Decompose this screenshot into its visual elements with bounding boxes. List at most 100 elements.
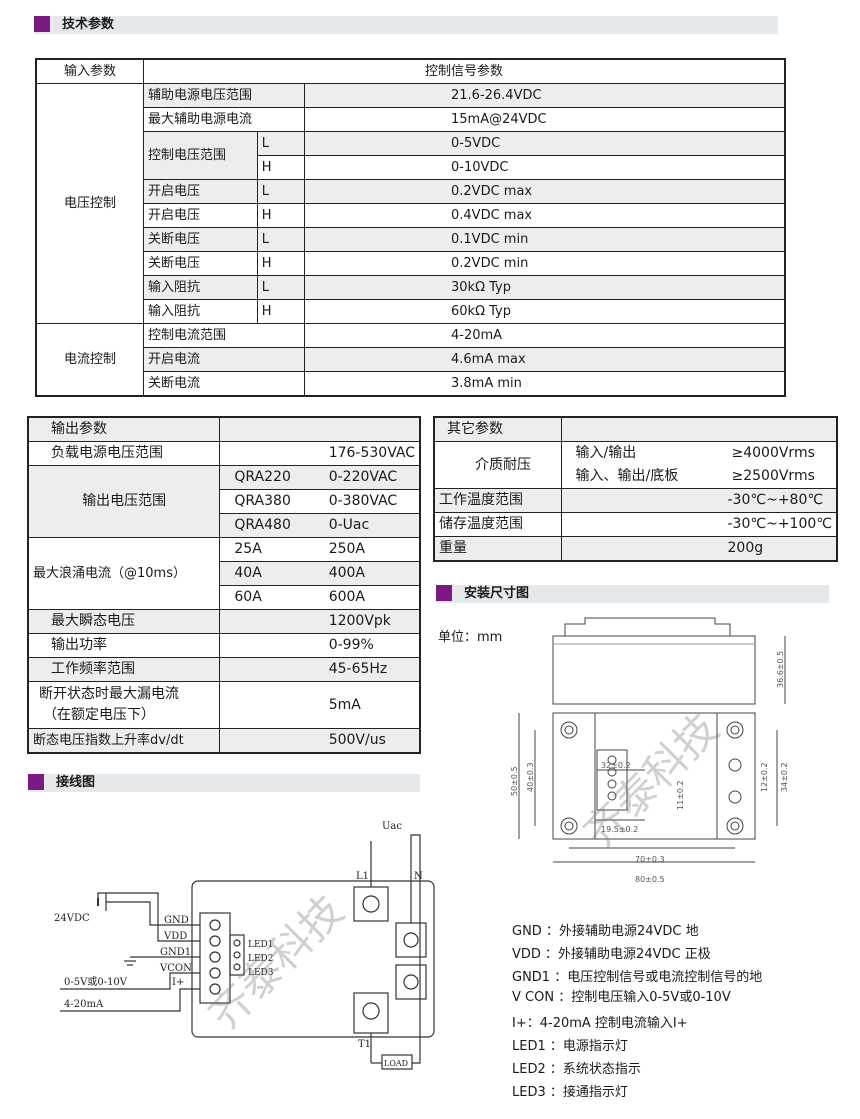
iso-value: ≥4000Vrms [727, 441, 838, 465]
row-lh: H [256, 203, 306, 228]
label-iplus: I+ [172, 977, 184, 988]
leak-value: 5mA [324, 681, 421, 729]
row-value: 0.1VDC min [304, 227, 786, 252]
other-head: 其它参数 [433, 416, 562, 442]
model: QRA380 [219, 489, 325, 514]
label-input-voltage: 0-5V或0-10V [64, 976, 128, 988]
row-name: 控制电流范围 [143, 323, 305, 348]
surge-value: 250A [324, 537, 421, 562]
label-gnd1: GND1 [160, 947, 191, 958]
row-value: 15mA@24VDC [304, 107, 786, 132]
leak-line-2: （在额定电压下） [43, 707, 155, 723]
transient-value: 1200Vpk [324, 609, 421, 634]
section-marker [34, 16, 50, 32]
blank-cell [219, 681, 325, 729]
label-24vdc: 24VDC [54, 913, 90, 924]
label-load: LOAD [384, 1059, 408, 1068]
row-name: 输入阻抗 [143, 299, 258, 324]
row-name: 开启电压 [143, 179, 258, 204]
terminal-screw [209, 967, 221, 979]
terminal-screw [607, 791, 617, 801]
label-vcon: VCON [159, 963, 192, 974]
section-marker [436, 585, 452, 601]
mount-hole [726, 817, 744, 835]
terminal-block [596, 749, 628, 811]
row-name: 辅助电源电压范围 [143, 83, 305, 108]
wiring-drawing: Uac L1 N T1 LOAD 24VDC GND VDD GND1 VCON… [54, 821, 435, 1070]
row-lh: H [256, 155, 306, 180]
terminal-n2 [395, 964, 427, 1000]
terminal-screw [209, 919, 221, 931]
legend-item: V CON ：控制电压输入0-5V或0-10V [512, 990, 731, 1005]
section-tech: 技术参数 [34, 16, 778, 34]
dvdt-name: 断态电压指数上升率dv/dt [27, 728, 221, 754]
row-value: 4-20mA [304, 323, 786, 348]
section-title: 安装尺寸图 [464, 586, 530, 601]
dim-label: 34±0.2 [780, 762, 789, 792]
model: QRA220 [219, 465, 325, 490]
wire [60, 972, 200, 990]
load-voltage-name: 负载电源电压范围 [27, 441, 221, 466]
terminal-screw [209, 983, 221, 995]
label-led2: LED2 [248, 954, 274, 964]
mount-hole-inner [564, 725, 574, 735]
row-lh: L [256, 227, 306, 252]
legend-item: LED2 ：系统状态指示 [512, 1062, 641, 1077]
section-mount: 安装尺寸图 [436, 585, 829, 603]
row-lh: L [256, 131, 306, 156]
side-top [564, 617, 731, 636]
row-value: 21.6-26.4VDC [304, 83, 786, 108]
other-row-value: -30℃~+100℃ [560, 512, 838, 537]
load-box [381, 1054, 413, 1070]
blank-cell [219, 657, 325, 682]
led-bar [229, 934, 245, 976]
row-lh: L [256, 179, 306, 204]
freq-name: 工作频率范围 [27, 657, 221, 682]
relay-body [191, 880, 435, 1038]
row-name: 开启电压 [143, 203, 258, 228]
surge-rating: 25A [219, 537, 325, 562]
dim-label: 36.6±0.5 [776, 651, 785, 688]
terminal-n [395, 922, 427, 958]
row-value: 0-5VDC [304, 131, 786, 156]
section-wiring: 接线图 [28, 774, 420, 792]
row-value: 3.8mA min [304, 371, 786, 397]
legend-item: LED1 ：电源指示灯 [512, 1039, 628, 1054]
other-row-name: 储存温度范围 [433, 512, 562, 537]
terminal-screw [607, 767, 617, 777]
legend-item: VDD ：外接辅助电源24VDC 正极 [512, 947, 711, 962]
label-vdd: VDD [163, 931, 187, 942]
row-name: 最大辅助电源电流 [143, 107, 305, 132]
control-table: 输入参数 控制信号参数 电压控制 辅助电源电压范围 21.6-26.4VDC 最… [35, 58, 786, 397]
dim-label: 80±0.5 [635, 875, 665, 884]
label-t1: T1 [358, 1039, 371, 1050]
mount-hole [560, 817, 578, 835]
output-head-blank [219, 416, 421, 442]
row-value: 0.4VDC max [304, 203, 786, 228]
iso-label: 输入/输出 [560, 441, 728, 465]
blank-cell [219, 441, 325, 466]
label-l1: L1 [356, 871, 369, 882]
other-row-value: -30℃~+80℃ [560, 488, 838, 513]
section-marker [28, 774, 44, 790]
label-led3: LED3 [248, 968, 274, 978]
terminal-screw [362, 1002, 380, 1020]
dim-label: 50±0.5 [510, 766, 519, 796]
group-voltage: 电压控制 [35, 83, 144, 324]
legend-item: LED3 ：接通指示灯 [512, 1085, 628, 1100]
surge-rating: 60A [219, 585, 325, 610]
head-input: 输入参数 [35, 58, 144, 84]
output-head: 输出参数 [27, 416, 221, 442]
iso-label: 输入、输出/底板 [560, 465, 728, 489]
mount-hole [726, 721, 744, 739]
row-name: 关断电压 [143, 251, 258, 276]
mount-hole-inner [730, 725, 740, 735]
row-name: 开启电流 [143, 347, 305, 372]
model-value: 0-Uac [324, 513, 421, 538]
terminal-screw [209, 951, 221, 963]
led-dot [233, 963, 241, 971]
dim-label: 19.5±0.2 [601, 825, 638, 834]
iso-value: ≥2500Vrms [727, 465, 838, 489]
row-value: 0-10VDC [304, 155, 786, 180]
terminal-t1 [353, 992, 389, 1034]
